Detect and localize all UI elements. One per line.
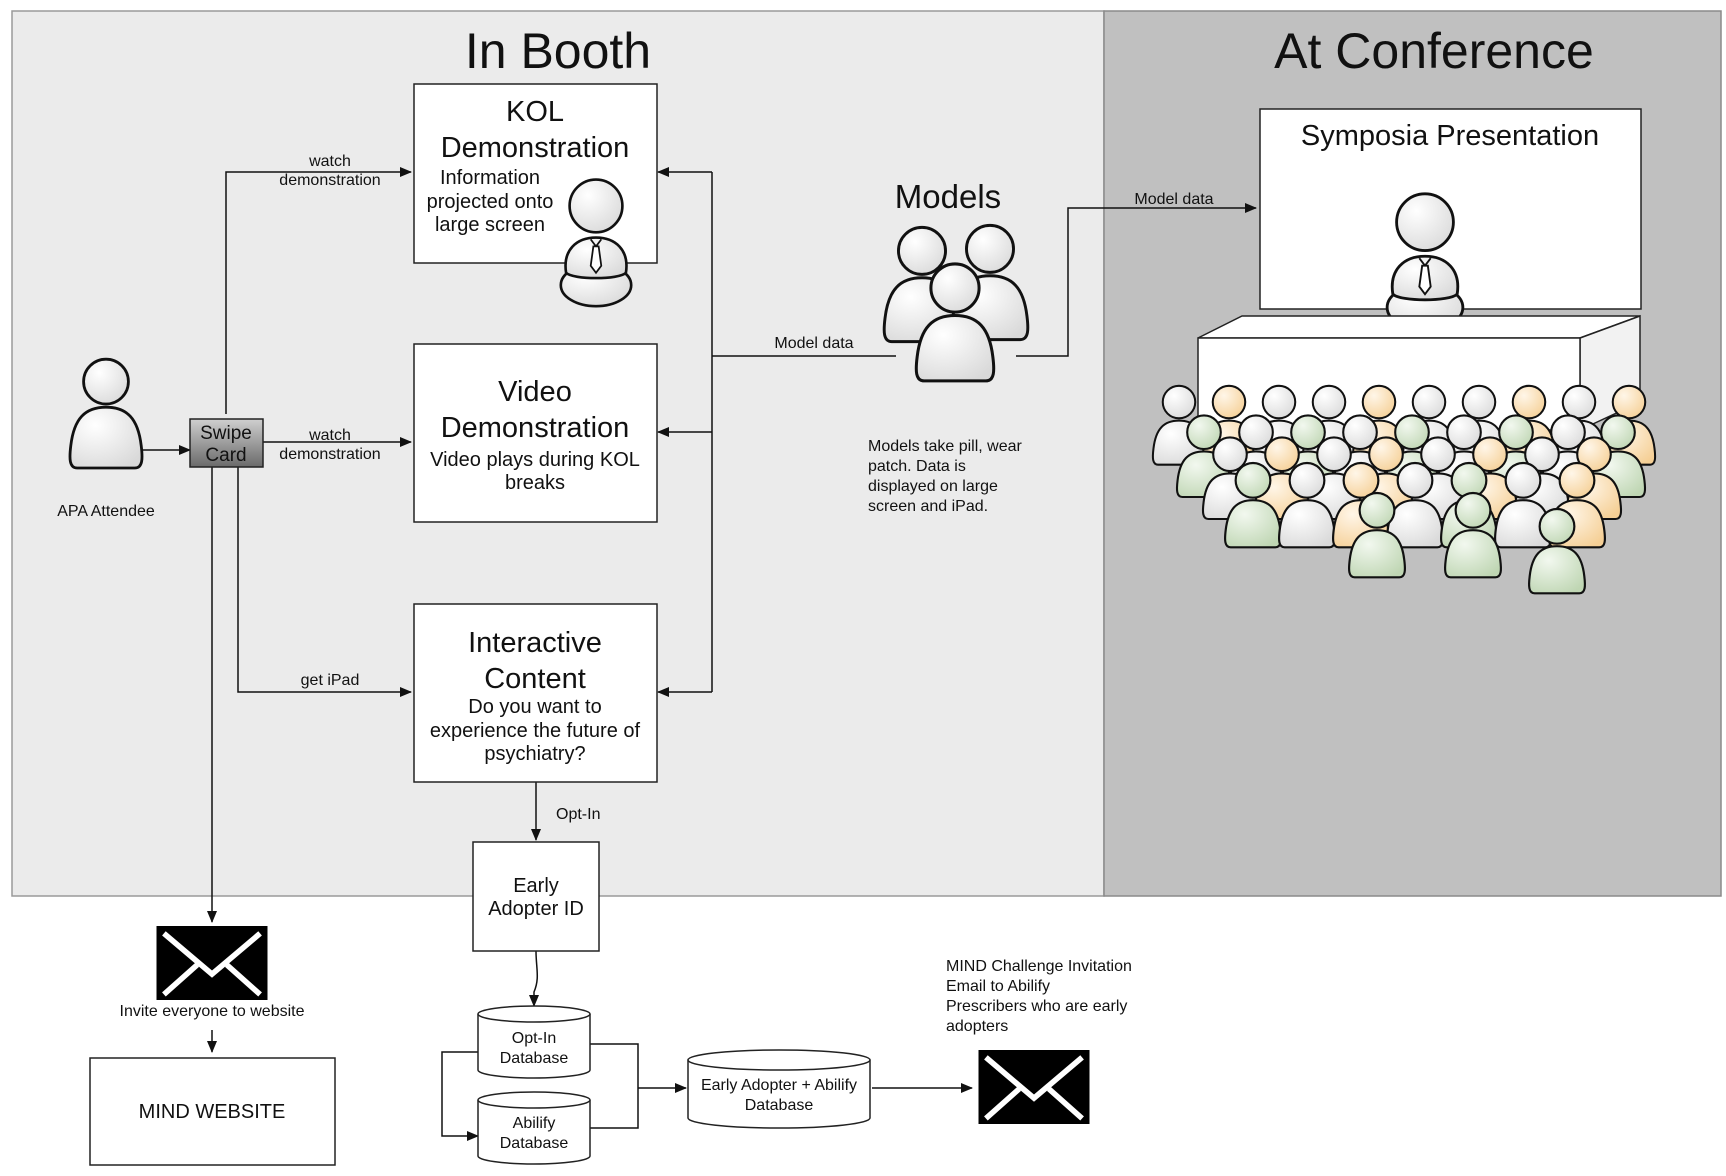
in-booth-title: In Booth	[465, 23, 651, 79]
edge-label-demo-1: demonstration	[279, 172, 380, 189]
mind-website-label: MIND WEBSITE	[139, 1101, 286, 1123]
kol-title-line2: Demonstration	[441, 132, 630, 164]
combined-db-line2: Database	[745, 1097, 814, 1114]
opt-in-db-line2: Database	[500, 1050, 569, 1067]
video-demonstration-box: Video Demonstration Video plays during K…	[413, 343, 658, 523]
edge-label-get-ipad: get iPad	[301, 672, 360, 689]
combined-db-line1: Early Adopter + Abilify	[701, 1077, 857, 1094]
apa-attendee-label: APA Attendee	[57, 503, 155, 520]
at-conference-title: At Conference	[1274, 23, 1594, 79]
models-group: Models Models take pill, wear patch. Dat…	[868, 178, 1030, 515]
interactive-text-line3: psychiatry?	[484, 743, 585, 765]
mind-challenge-line4: adopters	[946, 1018, 1008, 1035]
opt-in-db-line1: Opt-In	[512, 1030, 556, 1047]
video-title-line1: Video	[498, 376, 572, 408]
kol-text-line3: large screen	[435, 214, 545, 236]
models-note-line1: Models take pill, wear	[868, 438, 1023, 455]
opt-in-database: Opt-In Database	[477, 1005, 591, 1079]
mind-challenge-email: MIND Challenge Invitation Email to Abili…	[946, 958, 1132, 1124]
abilify-db-line2: Database	[500, 1135, 569, 1152]
envelope-icon	[157, 926, 268, 1000]
kol-text-line1: Information	[440, 167, 540, 189]
invite-email: Invite everyone to website	[120, 926, 305, 1020]
kol-title-line1: KOL	[506, 96, 564, 128]
envelope-icon	[979, 1050, 1090, 1124]
edge-label-opt-in: Opt-In	[556, 806, 600, 823]
swipe-card-line2: Card	[205, 445, 246, 466]
edge-label-watch-2: watch	[308, 427, 351, 444]
connectors	[140, 167, 1257, 1141]
database-icon	[687, 1060, 871, 1129]
abilify-database: Abilify Database	[477, 1091, 591, 1165]
symposia-presentation: Symposia Presentation	[1197, 108, 1642, 432]
models-note-line2: patch. Data is	[868, 458, 966, 475]
models-note-line3: displayed on large	[868, 478, 998, 495]
interactive-content-box: Interactive Content Do you want to exper…	[413, 603, 658, 783]
invite-everyone-label: Invite everyone to website	[120, 1003, 305, 1020]
video-text-line2: breaks	[505, 472, 565, 494]
interactive-text-line1: Do you want to	[468, 696, 601, 718]
database-icon	[477, 1100, 591, 1165]
apa-attendee: APA Attendee	[57, 357, 155, 520]
mind-challenge-line1: MIND Challenge Invitation	[946, 958, 1132, 975]
early-adopter-line1: Early	[513, 875, 559, 897]
swipe-card-line1: Swipe	[200, 423, 252, 444]
combined-database: Early Adopter + Abilify Database	[687, 1049, 871, 1129]
kol-text-line2: projected onto	[427, 191, 554, 213]
video-title-line2: Demonstration	[441, 412, 630, 444]
edge-label-watch-1: watch	[308, 153, 351, 170]
swipe-card: Swipe Card	[189, 418, 264, 468]
models-title: Models	[895, 178, 1001, 215]
edge-label-model-data-2: Model data	[1134, 191, 1213, 208]
edge-label-model-data-1: Model data	[774, 335, 853, 352]
early-adopter-id-box: Early Adopter ID	[472, 841, 600, 952]
kol-demonstration-box: KOL Demonstration Information projected …	[413, 83, 658, 308]
video-text-line1: Video plays during KOL	[430, 449, 640, 471]
mind-website-box: MIND WEBSITE	[89, 1057, 336, 1166]
mind-challenge-line2: Email to Abilify	[946, 978, 1050, 995]
database-icon	[477, 1014, 591, 1079]
edge-label-demo-2: demonstration	[279, 446, 380, 463]
early-adopter-line2: Adopter ID	[488, 898, 584, 920]
symposia-title: Symposia Presentation	[1301, 120, 1599, 152]
abilify-db-line1: Abilify	[513, 1115, 556, 1132]
interactive-title-line1: Interactive	[468, 627, 602, 659]
interactive-text-line2: experience the future of	[430, 720, 641, 742]
models-note-line4: screen and iPad.	[868, 498, 988, 515]
interactive-title-line2: Content	[484, 663, 586, 695]
mind-challenge-line3: Prescribers who are early	[946, 998, 1127, 1015]
